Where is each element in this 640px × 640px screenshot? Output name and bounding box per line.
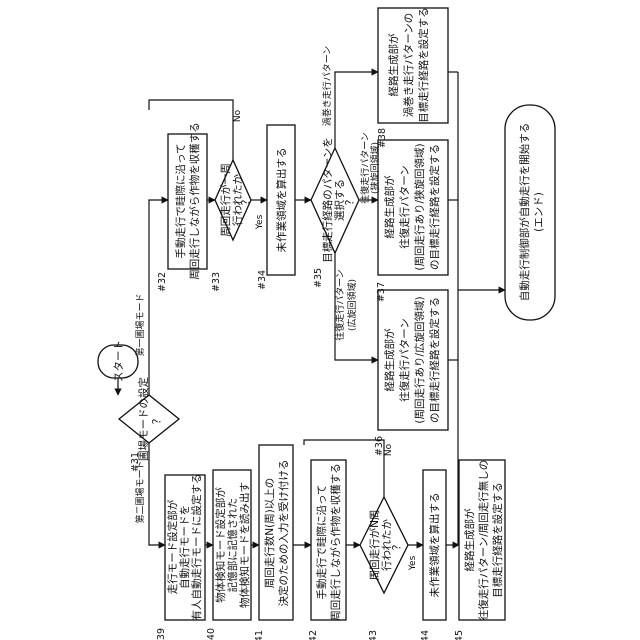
edge-31-39 xyxy=(149,443,165,545)
decision-35-number: #35 xyxy=(313,268,324,288)
label-pattern-narrow-2: (狭旋回領域) xyxy=(369,142,381,194)
process-40-number: #40 xyxy=(206,628,217,640)
process-36-line-4: の目標走行経路を設定する xyxy=(428,297,441,423)
process-44-number: 44 xyxy=(420,630,431,640)
process-42-line-1: 手動走行で畦際に沿って xyxy=(315,485,328,600)
process-40-line-1: 物体検知モード設定部が xyxy=(214,487,227,603)
label-43-no: No xyxy=(384,443,394,456)
process-42-line-2: 周回走行しながら作物を収穫する xyxy=(329,463,342,621)
process-37-line-1: 経路生成部が xyxy=(383,175,396,238)
process-44-line-1: 未作業領域を算出する xyxy=(428,493,441,598)
process-32-line-1: 手動走行で畦際に沿って xyxy=(174,144,187,259)
decision-33-line-1: 周回走行が一周 xyxy=(219,163,232,237)
decision-31-line-2: ？ xyxy=(151,414,163,425)
label-pattern-wide-2: (広旋回領域) xyxy=(346,279,358,331)
process-32 xyxy=(168,134,207,269)
process-37-number: #37 xyxy=(376,282,387,302)
process-34-number: #34 xyxy=(257,270,268,290)
decision-35-line-3: ？ xyxy=(344,195,356,206)
label-43-yes: Yes xyxy=(408,555,418,571)
edge-31-32 xyxy=(149,200,168,395)
process-37-line-2: 往復走行パターン xyxy=(398,165,411,248)
decision-43-line-1: 周回走行がN周 xyxy=(368,510,381,581)
end-line-2: (エンド) xyxy=(533,192,545,232)
process-41-line-1: 周回走行数N(周)以上の xyxy=(263,478,276,589)
process-39-line-1: 走行モード設定部が xyxy=(166,499,179,594)
process-36-line-1: 経路生成部が xyxy=(383,328,396,391)
process-36-line-2: 往復走行パターン xyxy=(398,318,411,401)
process-32-line-2: 周回走行しながら作物を収穫する xyxy=(188,122,201,280)
process-39-line-3: 有人自動走行モードに設定する xyxy=(190,474,203,621)
label-pattern-narrow-1: 往復走行パターン xyxy=(359,132,371,204)
process-38-line-1: 経路生成部が xyxy=(387,33,400,96)
decision-31-line-1: 圃場モードの設定 xyxy=(137,377,150,461)
label-pattern-spiral: 渦巻き走行パターン xyxy=(321,46,333,127)
label-first-mode: 第一圃場モード xyxy=(134,293,146,356)
process-36-line-3: (周回走行あり/広旋回領域) xyxy=(413,296,426,423)
process-45-number: #45 xyxy=(454,630,465,640)
process-39-line-2: 自動走行モードを xyxy=(178,505,191,589)
process-37-line-4: の目標走行経路を設定する xyxy=(428,144,441,270)
edge-35-38 xyxy=(335,72,378,148)
process-40-line-2: 記憶部に記憶された xyxy=(226,498,239,593)
end-line-1: 自動走行制御部が自動走行を開始する xyxy=(518,123,531,302)
process-38-line-2: 渦巻き走行パターンの xyxy=(402,13,415,117)
process-41-line-2: 決定のための入力を受け付ける xyxy=(277,460,290,607)
decision-33-number: #33 xyxy=(211,272,222,292)
process-42-number: #42 xyxy=(308,630,319,640)
decision-35-line-1: 目標走行経路のパターンを xyxy=(321,137,334,262)
process-34-line-1: 未作業領域を算出する xyxy=(275,148,288,253)
decision-33-line-3: ？ xyxy=(240,195,252,206)
start-label: スタート xyxy=(113,340,125,382)
decision-43-number: #43 xyxy=(368,630,379,640)
process-45-line-3: 目標走行経路を設定する xyxy=(491,482,504,598)
label-second-mode: 第二圃場モード xyxy=(134,460,146,523)
process-45-line-2: 往復走行パターン/周回走行無しの xyxy=(477,460,490,621)
process-37-line-3: (周回走行あり/狭旋回領域) xyxy=(413,143,426,270)
process-40-line-3: 物体検知モードを読み出す xyxy=(238,482,251,608)
label-33-yes: Yes xyxy=(255,214,265,230)
process-41-number: #41 xyxy=(254,630,265,640)
process-39-number: #39 xyxy=(156,628,167,640)
process-45-line-1: 経路生成部が xyxy=(463,508,476,571)
process-32-number: #32 xyxy=(157,272,168,292)
label-pattern-wide-1: 往復走行パターン xyxy=(334,269,346,341)
process-38-line-3: 目標走行経路を設定する xyxy=(417,7,430,123)
label-33-no: No xyxy=(233,109,243,122)
decision-43-line-3: ？ xyxy=(391,540,403,551)
